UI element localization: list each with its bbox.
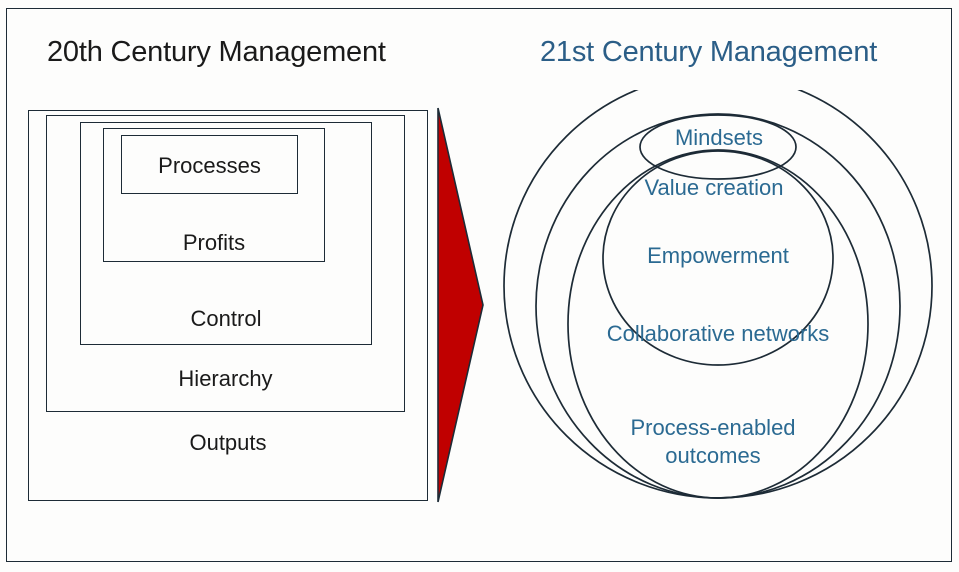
red-transition-arrow <box>437 107 484 503</box>
ellipse-label-mindsets: Mindsets <box>674 125 764 150</box>
ellipse-mindsets <box>639 114 797 180</box>
nested-box-outputs: Outputs <box>28 110 428 501</box>
process-enabled-outcomes-line-1: Process-enabled <box>630 415 796 440</box>
ellipse-empowerment <box>567 149 869 499</box>
right-panel-title: 21st Century Management <box>540 36 878 68</box>
nested-box-label-profits: Profits <box>182 230 246 255</box>
ellipse-label-collaborative-networks: Collaborative networks <box>606 321 830 346</box>
nested-ellipse-stack <box>503 90 933 499</box>
nested-box-control: Control <box>80 122 372 345</box>
nested-box-label-processes: Processes <box>158 153 261 178</box>
process-enabled-outcomes-line-2: outcomes <box>665 443 761 469</box>
ellipse-value-creation <box>602 150 834 366</box>
nested-box-hierarchy: Hierarchy <box>46 115 405 412</box>
ellipse-label-empowerment: Empowerment <box>647 243 789 268</box>
nested-box-label-outputs: Outputs <box>189 430 267 455</box>
nested-box-processes: Processes <box>121 135 298 194</box>
nested-box-label-control: Control <box>190 306 262 331</box>
ellipse-label-process-enabled-outcomes: Process-enabled outcomes <box>598 414 828 470</box>
arrow-icon <box>437 107 484 503</box>
nested-box-profits: Profits <box>103 128 325 262</box>
ellipse-label-value-creation: Value creation <box>644 175 784 200</box>
left-panel-title: 20th Century Management <box>47 36 386 68</box>
nested-box-label-hierarchy: Hierarchy <box>178 366 273 391</box>
